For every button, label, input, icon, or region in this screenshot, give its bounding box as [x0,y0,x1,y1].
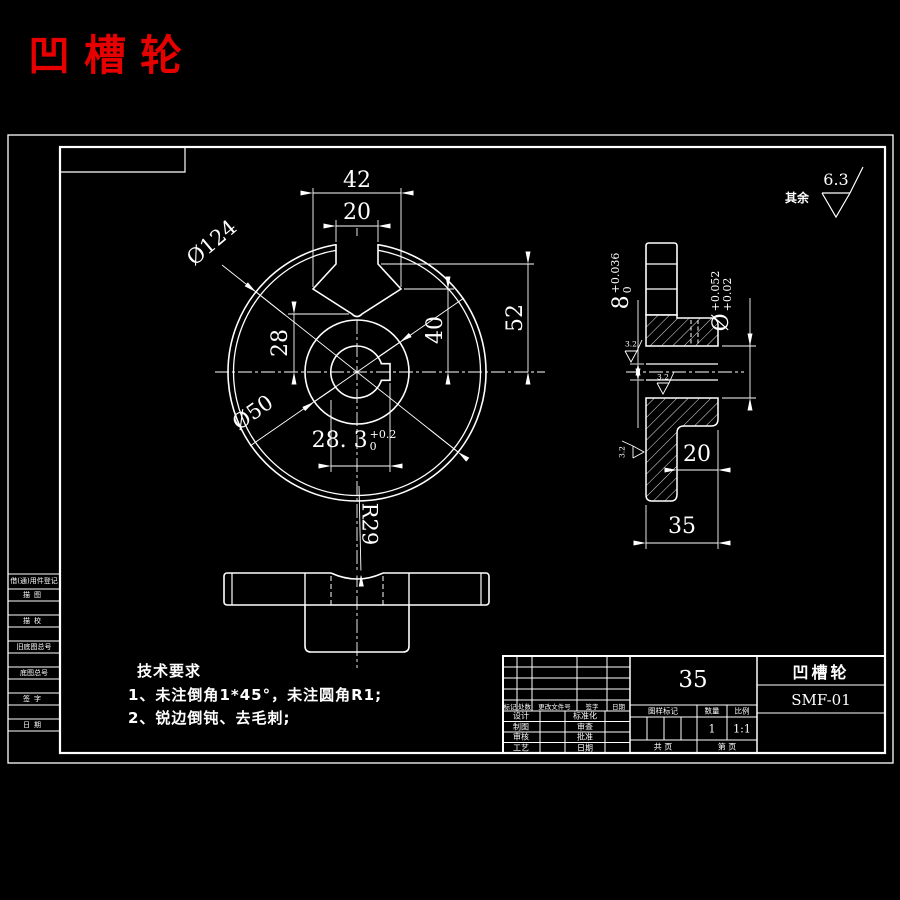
dim-keyway-width-tolerance: +0.036 0 [609,253,634,294]
left-strip-grid [8,573,60,732]
rim-bar-outline [645,242,678,316]
tolerance-lower: 0 [369,440,377,453]
bore-keyway-outline [330,345,391,399]
dim-20-slot: 20 [343,200,371,225]
roughness-rest-label: 其余 [784,191,810,205]
dim-40: 40 [423,316,448,344]
roughness-symbol-keyway [624,339,643,363]
strip-old-master-no: 旧底图总号 [16,643,52,651]
roughness-symbol-face [621,440,645,459]
tb-hdr-mark: 标记 [503,702,517,711]
dim-keyway-depth-value: 28. 3 [311,428,368,453]
dim-keyway-depth: 28. 3 +0.2 0 [311,427,397,453]
strip-master-no: 底图总号 [20,669,48,677]
tech-req-heading: 技术要求 [137,662,202,680]
tb-row-date: 日期 [577,743,593,752]
tb-quantity-label: 数量 [704,706,720,716]
dim-total-width: 35 [668,514,696,539]
tb-row-check: 审核 [513,732,529,742]
side-dimension-lines [630,298,756,549]
disc-edge-outline [223,572,490,606]
tb-hdr-count: 处数 [518,702,531,711]
tb-row-process: 工艺 [513,743,529,752]
tb-row-draft: 制图 [513,722,529,731]
hub-circle [304,319,410,425]
tb-quantity-value: 1 [708,722,716,735]
tb-scale-value: 1:1 [733,722,751,735]
front-view [215,188,545,668]
tb-stage-mark: 图样标记 [648,706,678,716]
dim-bore-symbol: Ø [709,313,734,332]
tb-row-review: 审查 [577,722,593,731]
roughness-value-bore: 3.2 [657,372,669,382]
tb-total-pages: 共 页 [653,742,673,751]
slot-pocket-outline [311,244,403,318]
roughness-symbol-bore [656,371,675,395]
sheet-frame [7,134,894,764]
tb-scale-label: 比例 [734,706,750,716]
tb-row-ratify: 批准 [577,732,593,742]
dim-28: 28 [268,329,293,357]
tb-part-name: 凹槽轮 [792,663,850,682]
dim-bore-dia: Ø +0.052 +0.02 [709,271,734,332]
strip-tracing: 描图 [23,591,45,599]
dim-r29: R29 [357,502,382,546]
roughness-value-keyway: 3.2 [625,339,637,349]
diameter-leader-lines [221,264,470,462]
tolerance-upper: +0.2 [369,427,397,441]
dim-keyway-depth-tolerance: +0.2 0 [369,427,397,453]
front-dimension-lines [288,188,534,587]
strip-trace-check: 描校 [23,617,45,625]
tech-req-line-1: 1、未注倒角1*45°，未注圆角R1; [128,686,383,704]
tolerance-lower: 0 [621,286,634,294]
tb-page-number: 第 页 [717,742,737,751]
tb-drawing-number: SMF-01 [791,691,851,709]
strip-date: 日期 [23,721,45,729]
dim-keyway-width-value: 8 [609,295,634,310]
roughness-rest-value: 6.3 [823,170,849,189]
tb-hdr-date: 日期 [612,702,625,711]
tb-row-standardization: 标准化 [573,711,597,721]
strip-borrow-record: 借(通)用件登记 [10,577,58,585]
tb-hdr-signature: 签字 [585,702,599,711]
dim-52: 52 [503,304,528,332]
tb-hdr-doc: 更改文件号 [538,702,571,711]
tech-req-line-2: 2、锐边倒钝、去毛刺; [128,709,291,727]
side-view [626,242,756,549]
top-left-cell [60,147,186,173]
tb-row-design: 设计 [513,711,529,721]
upper-section-hatch [645,314,719,347]
roughness-symbol-main [821,166,864,219]
hub-edge-outline [304,605,410,653]
strip-signature: 签字 [23,695,45,703]
drawing-title: 凹槽轮 [28,31,197,80]
r29-notch-arc [330,572,384,580]
dim-keyway-width: 8 +0.036 0 [609,253,634,310]
dim-hub-length: 20 [683,442,711,467]
bottom-view [223,570,490,653]
dim-bore-tolerance: +0.052 +0.02 [709,271,734,312]
dim-42: 42 [343,168,371,193]
tb-material: 35 [678,667,708,693]
roughness-symbols [621,166,864,459]
tolerance-lower: +0.02 [721,277,734,312]
title-block-grid [502,655,885,753]
roughness-value-face: 3.2 [617,446,627,458]
